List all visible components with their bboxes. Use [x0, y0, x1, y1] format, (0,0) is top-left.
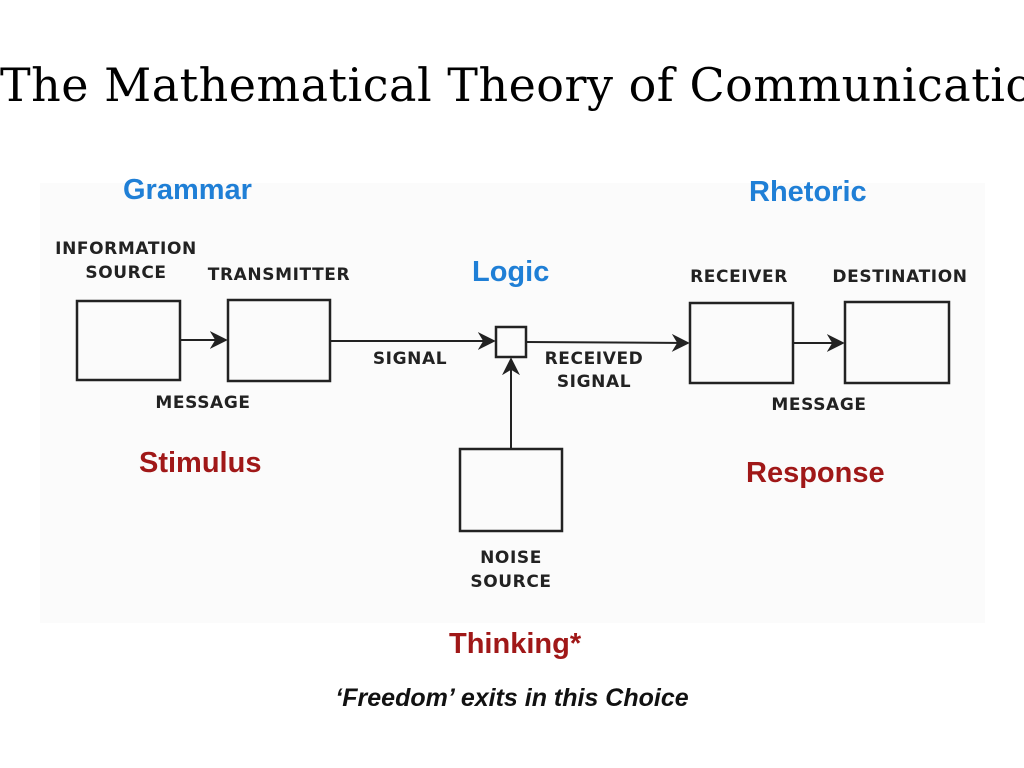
received-signal-label-line2: SIGNAL	[557, 372, 631, 392]
received-signal-label-line1: RECEIVED	[545, 349, 644, 369]
noise-source-label-line2: SOURCE	[470, 572, 551, 592]
destination-label: DESTINATION	[832, 267, 967, 287]
slide-title: The Mathematical Theory of Communication	[0, 58, 1024, 112]
info-source-label-line2: SOURCE	[85, 263, 166, 283]
logic-label: Logic	[472, 256, 550, 288]
diagram-background	[40, 183, 985, 623]
noise-source-label-line1: NOISE	[480, 548, 542, 568]
freedom-footnote: ‘Freedom’ exits in this Choice	[335, 684, 689, 712]
transmitter-label: TRANSMITTER	[208, 265, 350, 285]
thinking-label: Thinking*	[449, 628, 582, 660]
stimulus-label: Stimulus	[139, 447, 262, 479]
received-signal-arrow	[525, 333, 690, 352]
info-source-label-line1: INFORMATION	[55, 239, 197, 259]
message-label-right: MESSAGE	[771, 395, 866, 415]
noise-source-box	[458, 447, 564, 533]
destination-box	[843, 300, 951, 385]
information-source-box	[75, 299, 182, 382]
transmitter-box	[226, 298, 332, 383]
message-label-left: MESSAGE	[155, 393, 250, 413]
receiver-box	[688, 301, 795, 385]
signal-label: SIGNAL	[373, 349, 447, 369]
channel-junction-box	[494, 325, 528, 359]
response-label: Response	[746, 457, 885, 489]
rhetoric-label: Rhetoric	[749, 176, 867, 208]
grammar-label: Grammar	[123, 174, 252, 206]
receiver-label: RECEIVER	[690, 267, 788, 287]
